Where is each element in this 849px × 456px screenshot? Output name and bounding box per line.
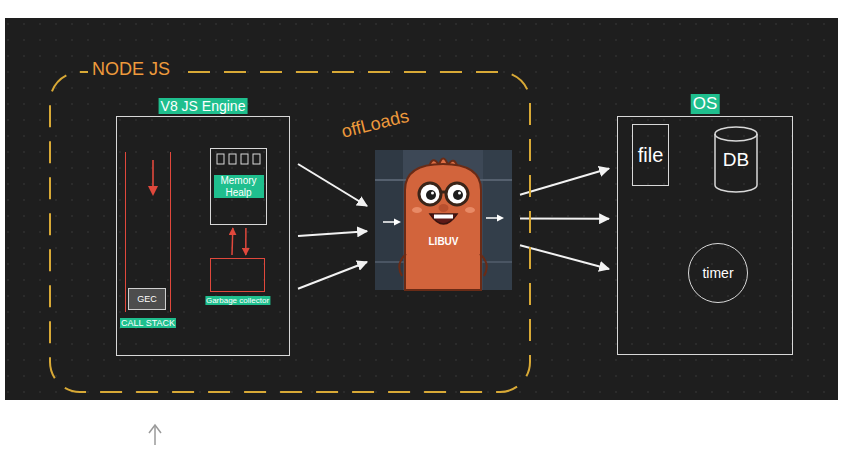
stack-arrow-head — [148, 186, 158, 196]
cylinder-body — [715, 134, 757, 192]
garbage-collector: Garbage collector — [210, 258, 265, 292]
engine-box: GECCALL STACKMemory HealpGarbage collect… — [116, 116, 290, 356]
heap-slot — [217, 154, 224, 164]
heap-slot — [241, 154, 248, 164]
node-label: Garbage collector — [205, 296, 270, 305]
mascot-pupil — [453, 190, 463, 200]
libuv-mascot: LIBUV — [375, 150, 512, 290]
timer-circle: timer — [688, 243, 748, 303]
node-label: Memory Healp — [214, 175, 264, 198]
offload-arrow — [298, 164, 367, 206]
offload-arrow — [520, 169, 609, 195]
database-cylinder: DB — [714, 126, 758, 193]
photo-ground — [375, 150, 512, 290]
libuv-shape — [375, 150, 512, 290]
mascot-arm — [480, 254, 487, 276]
cylinder-top — [715, 127, 757, 141]
offload-arrow — [520, 218, 609, 220]
node-label: OS — [691, 94, 720, 114]
mascot-cheek — [412, 207, 422, 213]
context-box: GEC — [128, 288, 166, 310]
node-label: CALL STACK — [120, 318, 176, 328]
glasses-lens — [446, 183, 468, 205]
inner-arrow-head — [394, 219, 401, 226]
node-label: file — [638, 144, 664, 167]
stack-arrow-shaft — [152, 160, 154, 188]
eye-glint — [458, 192, 461, 195]
os-box: fileDBtimerOS — [617, 116, 793, 355]
inner-arrow — [383, 221, 395, 223]
cut-arrow-shaft — [154, 425, 156, 445]
node-label: DB — [723, 149, 749, 171]
heap-slot — [253, 154, 260, 164]
offload-arrow — [520, 245, 609, 269]
annotation-label: offLoads — [339, 106, 411, 144]
mascot-arm — [399, 254, 406, 276]
node-label: NODE JS — [88, 59, 174, 81]
mascot-cheek — [465, 207, 475, 213]
node-label: V8 JS Engine — [159, 98, 248, 114]
node-label: LIBUV — [429, 236, 459, 248]
offload-arrow — [298, 262, 367, 289]
eye-glint — [431, 192, 434, 195]
file-box: file — [632, 124, 669, 186]
dashed-outline — [50, 72, 530, 392]
memory-arrow — [231, 228, 233, 255]
mascot-mouth — [430, 214, 457, 224]
mascot-teeth — [434, 215, 453, 219]
memory-arrow — [245, 228, 247, 255]
canvas-ground — [5, 18, 838, 400]
mascot-body — [405, 164, 481, 290]
offload-arrow — [298, 231, 367, 236]
node-label: timer — [702, 265, 733, 281]
call-stack: GECCALL STACK — [125, 152, 171, 312]
heap-slot — [229, 154, 236, 164]
memory-heap: Memory Healp — [210, 148, 267, 225]
inner-arrow — [486, 217, 498, 219]
runtime-region: GECCALL STACKMemory HealpGarbage collect… — [48, 70, 532, 394]
mascot-nose — [439, 204, 449, 212]
dot-grid — [5, 18, 838, 400]
mascot-pupil — [426, 190, 436, 200]
glasses-lens — [419, 183, 441, 205]
inner-arrow-head — [497, 215, 504, 222]
node-label: GEC — [137, 294, 157, 304]
